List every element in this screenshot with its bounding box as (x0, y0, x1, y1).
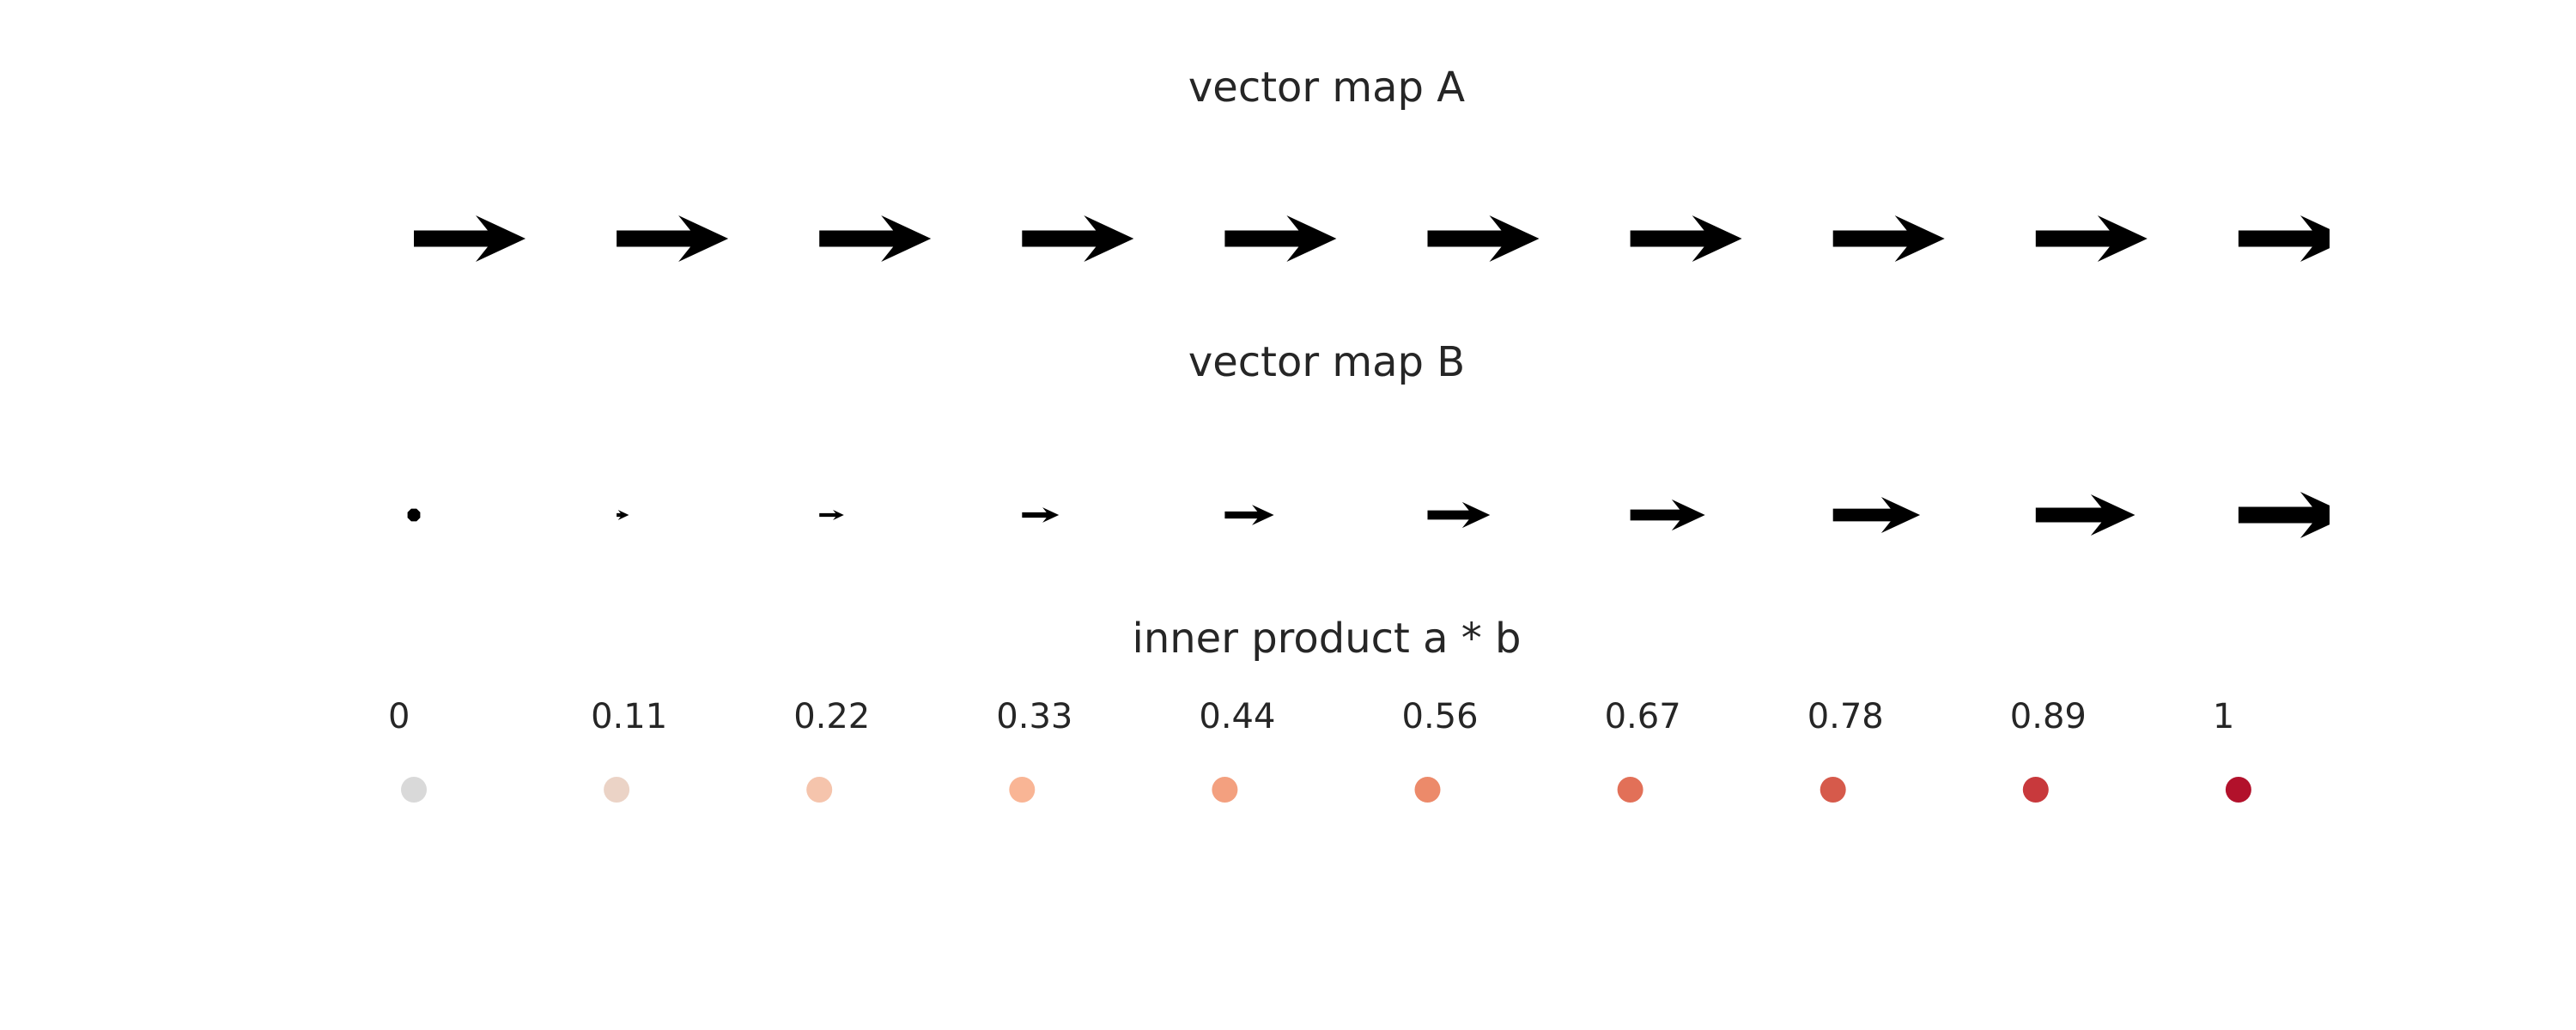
inner-product-label-2: 0.11 (591, 697, 667, 736)
inner-product-dot-3 (806, 777, 833, 803)
inner-product-label-7: 0.67 (1605, 697, 1681, 736)
vector-a-arrow-10 (2238, 215, 2330, 262)
vector-b-arrow-6 (1427, 501, 1491, 529)
inner-product-dot-10 (2225, 777, 2251, 803)
inner-product-label-5: 0.44 (1199, 697, 1275, 736)
vector-a-arrow-6 (1427, 215, 1540, 262)
inner-product-dot-6 (1414, 777, 1441, 803)
vector-map-a-arrows (414, 215, 2330, 262)
vector-a-arrow-3 (819, 215, 932, 262)
inner-product-label-3: 0.22 (793, 697, 870, 736)
vector-b-arrow-5 (1224, 505, 1274, 525)
vector-map-a-title: vector map A (1188, 64, 1465, 112)
inner-product-title: inner product a * b (1133, 615, 1522, 663)
vector-map-b-arrows (407, 492, 2330, 538)
inner-product-dot-2 (604, 777, 630, 803)
inner-product-dot-7 (1617, 777, 1643, 803)
vector-b-arrow-3 (819, 510, 844, 520)
inner-product-dot-9 (2022, 777, 2049, 803)
vector-b-arrow-4 (1022, 507, 1060, 523)
inner-product-label-1: 0 (388, 697, 410, 736)
inner-product-label-9: 0.89 (2010, 697, 2087, 736)
inner-product-label-8: 0.78 (1807, 697, 1884, 736)
inner-product-dot-5 (1212, 777, 1238, 803)
vector-b-arrow-2 (617, 510, 629, 520)
vector-a-arrow-5 (1224, 215, 1337, 262)
vector-a-arrow-2 (617, 215, 729, 262)
inner-product-dot-8 (1820, 777, 1846, 803)
vector-b-arrow-10 (2238, 492, 2330, 538)
vector-b-arrow-1 (407, 508, 421, 522)
vector-b-arrow-8 (1832, 496, 1921, 534)
vector-b-arrow-7 (1630, 499, 1705, 531)
inner-product-label-4: 0.33 (996, 697, 1072, 736)
inner-product-dot-1 (401, 777, 427, 803)
inner-product-label-6: 0.56 (1402, 697, 1479, 736)
vector-map-b-title: vector map B (1188, 338, 1465, 386)
vector-a-arrow-8 (1832, 215, 1945, 262)
inner-product-dots: 0 0.11 0.22 0.33 0.44 0.56 0.67 0.78 0.89 1 (388, 697, 2251, 803)
vector-a-arrow-9 (2035, 215, 2148, 262)
inner-product-label-10: 1 (2213, 697, 2234, 736)
vector-a-arrow-4 (1022, 215, 1134, 262)
inner-product-dot-4 (1009, 777, 1036, 803)
vector-a-arrow-1 (414, 215, 526, 262)
vector-a-arrow-7 (1630, 215, 1742, 262)
vector-b-arrow-9 (2035, 494, 2136, 536)
